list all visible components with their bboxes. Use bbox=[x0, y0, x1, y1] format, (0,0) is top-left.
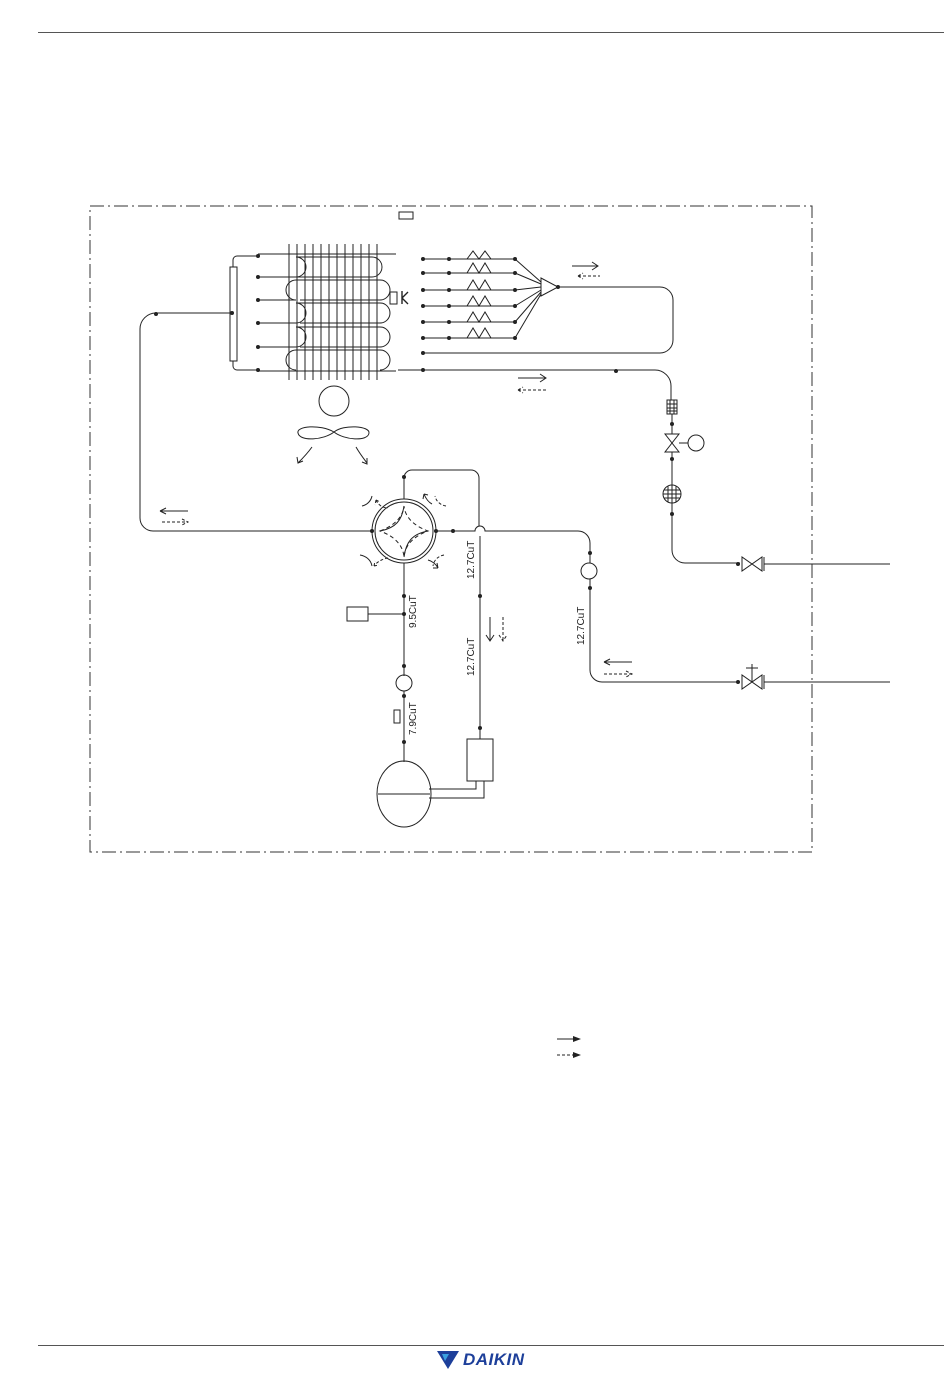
expansion-valve-icon bbox=[665, 434, 679, 452]
pipe-label-gas-line: 12.7CuT bbox=[576, 607, 587, 645]
coil-thermistor-icon bbox=[390, 292, 397, 304]
flow-arrow-cooling bbox=[572, 262, 598, 270]
flow-arrow-cooling-gas bbox=[160, 508, 188, 514]
flow-arrow-heating bbox=[578, 273, 600, 279]
suction-muffler-icon bbox=[396, 675, 412, 691]
capillary-distributor bbox=[421, 251, 560, 372]
pipe-label-discharge-upper: 12.7CuT bbox=[466, 541, 477, 579]
flow-arrow-heating-liquid bbox=[518, 387, 546, 393]
pressure-switch-icon bbox=[347, 607, 368, 621]
flow-arrow-heating-gas bbox=[162, 519, 188, 525]
flow-arrow-heating-gas-line bbox=[604, 671, 632, 677]
filter-icon bbox=[667, 400, 677, 414]
airflow-arrow-left bbox=[297, 447, 312, 463]
valve-coil-icon bbox=[688, 435, 704, 451]
brand-name: DAIKIN bbox=[463, 1350, 525, 1370]
flow-arrow-cooling-liquid bbox=[518, 374, 546, 382]
daikin-delta-icon bbox=[437, 1351, 459, 1369]
pipe-label-discharge-lower: 12.7CuT bbox=[466, 638, 477, 676]
accumulator-icon bbox=[467, 739, 493, 781]
pipe-label-suction-top: 9.5CuT bbox=[408, 595, 419, 628]
flow-arrow-cooling-discharge bbox=[486, 617, 494, 641]
muffler-icon bbox=[581, 563, 597, 579]
legend bbox=[557, 1036, 581, 1058]
thermistor-small-box bbox=[399, 212, 413, 219]
suction-thermistor-icon bbox=[394, 710, 400, 723]
flow-arrow-cooling-gas-line bbox=[604, 659, 632, 665]
heat-exchanger-coil bbox=[258, 244, 396, 380]
pipe-label-suction-bottom: 7.9CuT bbox=[408, 702, 419, 735]
fan-motor-icon bbox=[319, 386, 349, 416]
flow-arrow-heating-discharge bbox=[499, 617, 507, 641]
unit-boundary bbox=[90, 206, 812, 852]
k-mark bbox=[402, 291, 408, 304]
liquid-stop-valve-icon bbox=[742, 557, 762, 571]
fan-blade-icon bbox=[298, 427, 369, 439]
daikin-logo: DAIKIN bbox=[437, 1349, 525, 1371]
airflow-arrow-right bbox=[356, 447, 367, 464]
